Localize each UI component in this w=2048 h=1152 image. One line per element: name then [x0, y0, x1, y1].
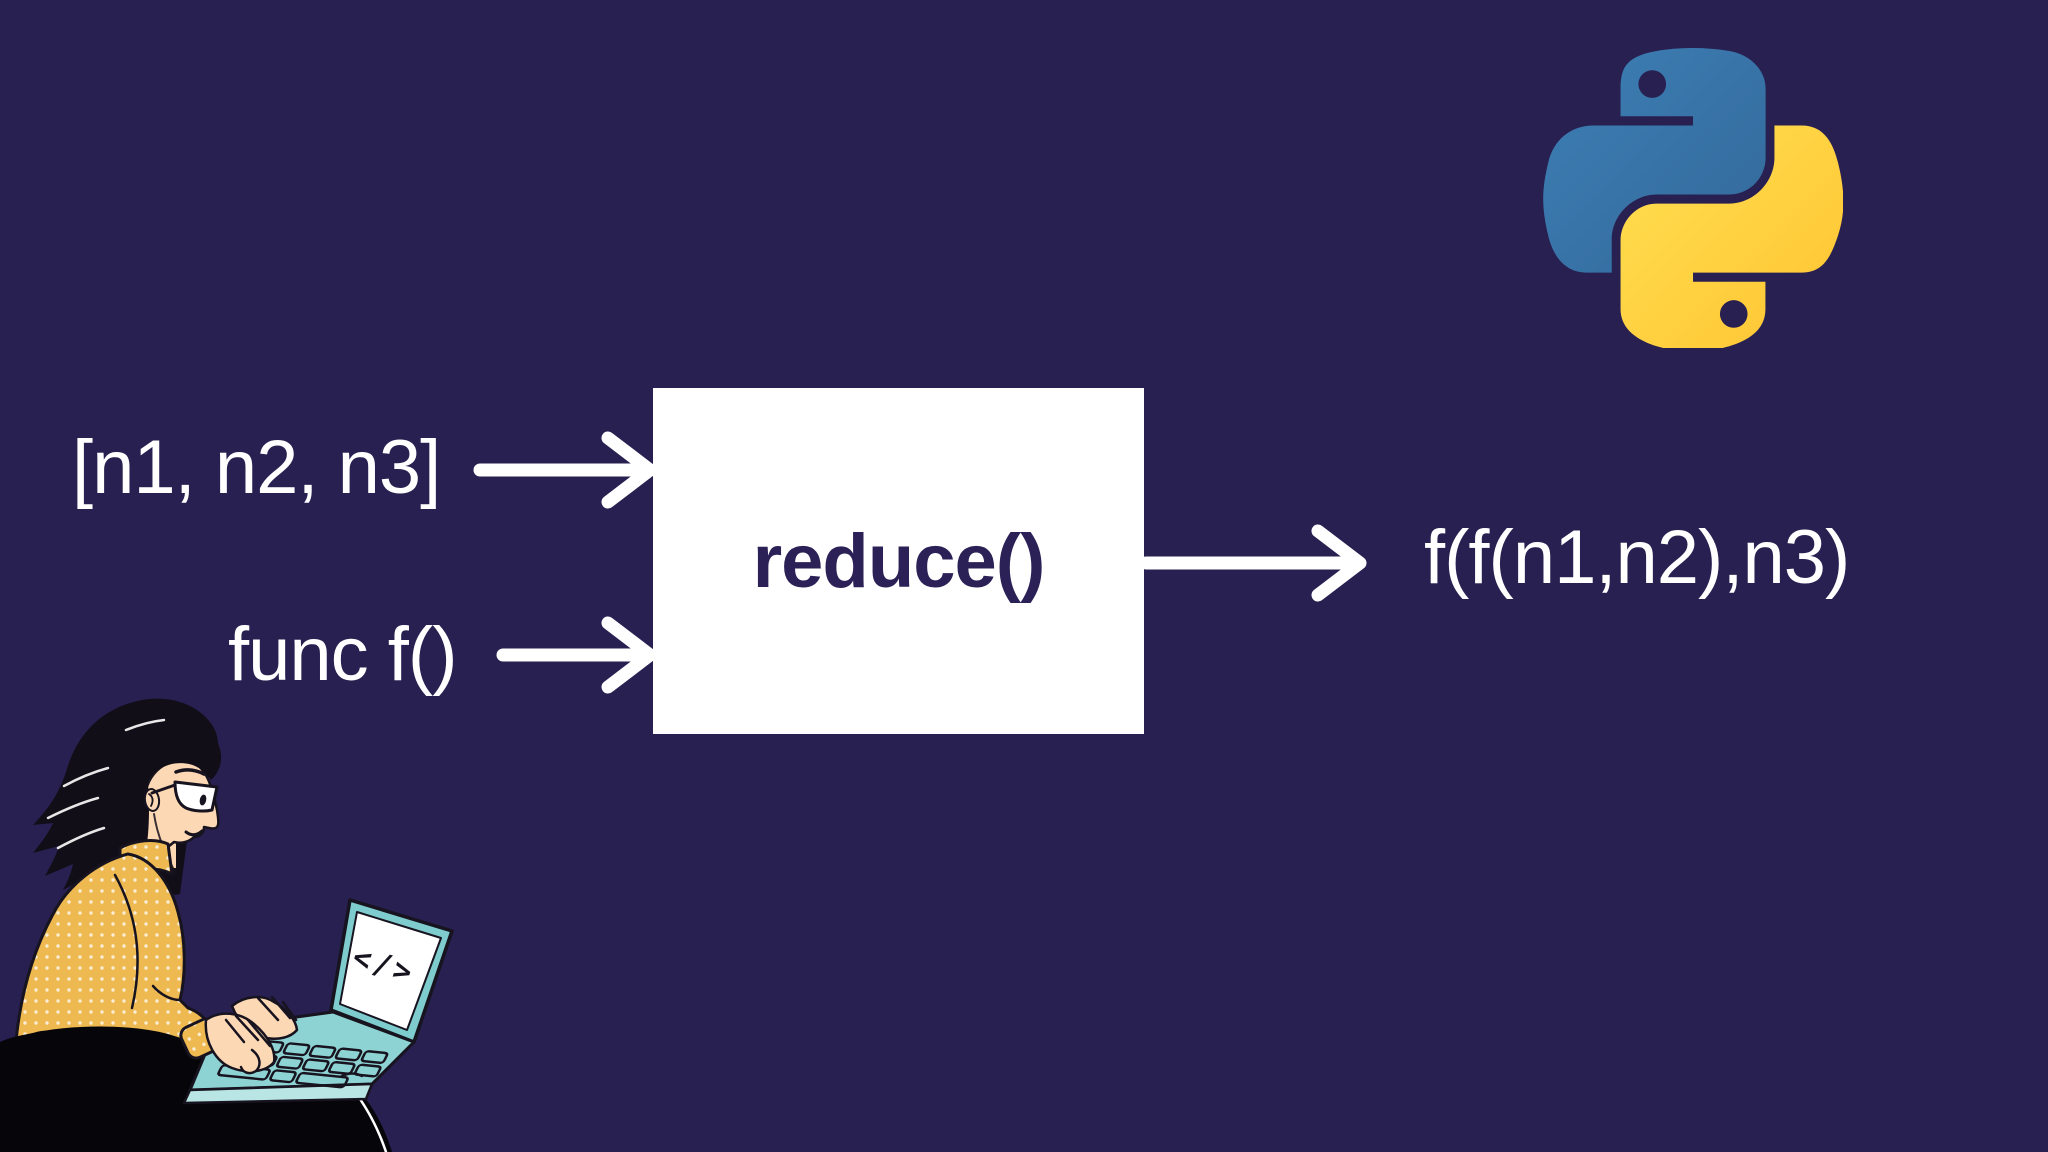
python-logo-icon — [1543, 48, 1844, 352]
hair-strands — [46, 718, 166, 850]
arrow-func-to-box — [496, 616, 657, 694]
output-label: f(f(n1,n2),n3) — [1424, 515, 1850, 600]
input-func-label: func f() — [228, 612, 457, 697]
ear-icon — [143, 788, 161, 812]
input-list-label: [n1, n2, n3] — [72, 425, 441, 510]
python-logo-eye-bottom — [1719, 300, 1748, 328]
hands — [204, 995, 299, 1075]
glasses-icon — [150, 780, 219, 813]
python-logo-eye-top — [1638, 70, 1667, 98]
arrow-box-to-output — [1139, 524, 1367, 602]
woman-coding-illustration: </> — [0, 690, 470, 1152]
reduce-function-box: reduce() — [653, 388, 1144, 734]
reduce-box-label: reduce() — [752, 518, 1046, 604]
laptop-screen: </> — [329, 898, 454, 1044]
arrow-list-to-box — [473, 431, 657, 509]
eyebrow — [174, 768, 206, 776]
hair-bangs — [131, 720, 222, 796]
smile — [184, 829, 204, 837]
python-logo — [1543, 48, 1844, 352]
